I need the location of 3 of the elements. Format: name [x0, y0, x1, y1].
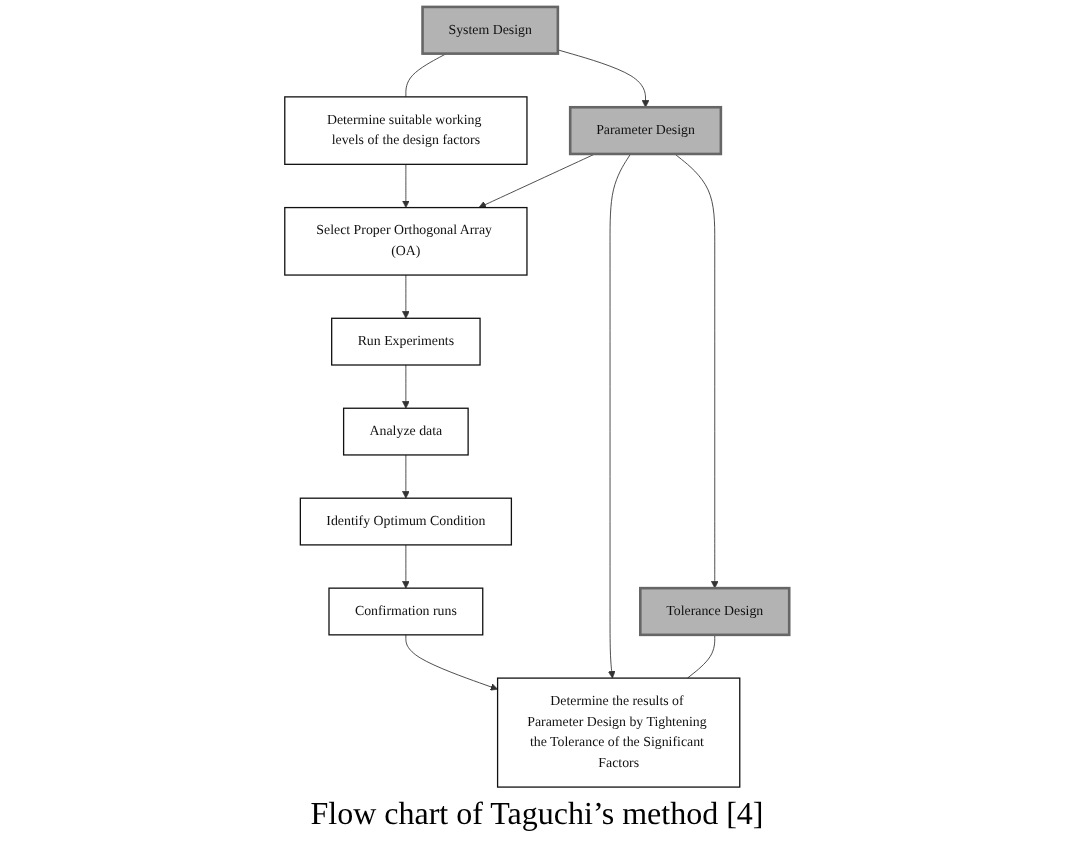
caption: Flow chart of Taguchi’s method [4] [310, 796, 764, 836]
connector [687, 634, 716, 679]
connector [405, 53, 447, 98]
